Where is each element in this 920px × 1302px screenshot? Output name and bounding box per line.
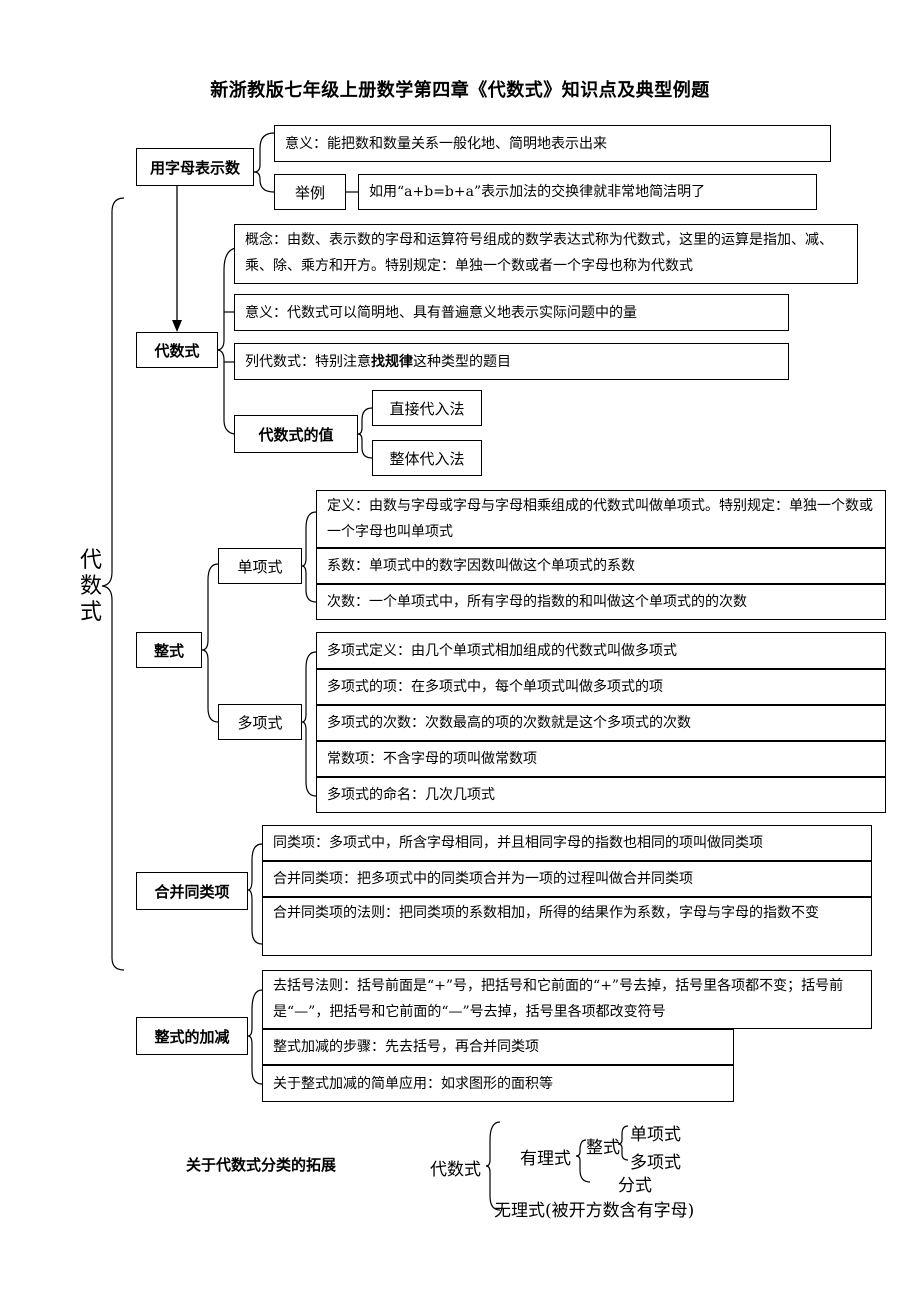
like-terms-node: 合并同类项 <box>136 872 248 910</box>
letters-example-label: 举例 <box>274 174 346 210</box>
ext-fractional: 分式 <box>618 1176 652 1196</box>
like-terms-rule-box: 合并同类项的法则：把同类项的系数相加，所得的结果作为系数，字母与字母的指数不变 <box>262 897 872 956</box>
list-prefix: 列代数式：特别注意 <box>245 353 371 370</box>
ext-rational: 有理式 <box>520 1149 571 1169</box>
monomial-node: 单项式 <box>218 548 302 584</box>
integral-node: 整式 <box>136 632 202 668</box>
like-terms-definition-box: 同类项：多项式中，所含字母相同，并且相同字母的指数也相同的项叫做同类项 <box>262 825 872 861</box>
algebraic-value-node: 代数式的值 <box>234 415 358 453</box>
ext-polynomial: 多项式 <box>630 1153 681 1173</box>
algebraic-node: 代数式 <box>136 332 218 368</box>
ext-irrational: 无理式(被开方数含有字母) <box>494 1201 695 1221</box>
add-sub-node: 整式的加减 <box>136 1017 248 1055</box>
list-suffix: 这种类型的题目 <box>413 353 511 370</box>
direct-substitution: 直接代入法 <box>372 390 482 426</box>
ext-integral: 整式 <box>586 1138 620 1158</box>
letters-example-box: 如用“a+b=b+a”表示加法的交换律就非常地简洁明了 <box>358 174 817 210</box>
root-label: 代数式 <box>79 548 102 625</box>
polynomial-definition-box: 多项式定义：由几个单项式相加组成的代数式叫做多项式 <box>316 632 886 669</box>
polynomial-degree-box: 多项式的次数：次数最高的项的次数就是这个多项式的次数 <box>316 705 886 741</box>
letters-node: 用字母表示数 <box>136 148 254 186</box>
add-sub-steps-box: 整式加减的步骤：先去括号，再合并同类项 <box>262 1029 734 1065</box>
algebraic-concept-box: 概念：由数、表示数的字母和运算符号组成的数学表达式称为代数式，这里的运算是指加、… <box>234 224 858 284</box>
combine-like-terms-box: 合并同类项：把多项式中的同类项合并为一项的过程叫做合并同类项 <box>262 861 872 897</box>
polynomial-node: 多项式 <box>218 704 302 740</box>
monomial-coefficient-box: 系数：单项式中的数字因数叫做这个单项式的系数 <box>316 548 886 584</box>
algebraic-meaning-box: 意义：代数式可以简明地、具有普遍意义地表示实际问题中的量 <box>234 294 789 331</box>
constant-term-box: 常数项：不含字母的项叫做常数项 <box>316 741 886 777</box>
bracket-rule-box: 去括号法则：括号前面是“+”号，把括号和它前面的“+”号去掉，括号里各项都不变；… <box>262 970 872 1029</box>
list-bold: 找规律 <box>371 353 413 370</box>
ext-monomial: 单项式 <box>630 1125 681 1145</box>
root-brace <box>101 197 125 971</box>
polynomial-term-box: 多项式的项：在多项式中，每个单项式叫做多项式的项 <box>316 669 886 705</box>
polynomial-naming-box: 多项式的命名：几次几项式 <box>316 777 886 813</box>
add-sub-application-box: 关于整式加减的简单应用：如求图形的面积等 <box>262 1065 734 1102</box>
extension-title: 关于代数式分类的拓展 <box>186 1156 337 1174</box>
page-title: 新浙教版七年级上册数学第四章《代数式》知识点及典型例题 <box>210 80 710 101</box>
list-algebraic-box: 列代数式：特别注意找规律这种类型的题目 <box>234 343 789 380</box>
monomial-degree-box: 次数：一个单项式中，所有字母的指数的和叫做这个单项式的的次数 <box>316 584 886 620</box>
ext-root: 代数式 <box>430 1160 481 1180</box>
letters-meaning-box: 意义：能把数和数量关系一般化地、简明地表示出来 <box>274 125 831 162</box>
whole-substitution: 整体代入法 <box>372 440 482 476</box>
monomial-definition-box: 定义：由数与字母或字母与字母相乘组成的代数式叫做单项式。特别规定：单独一个数或一… <box>316 490 886 548</box>
